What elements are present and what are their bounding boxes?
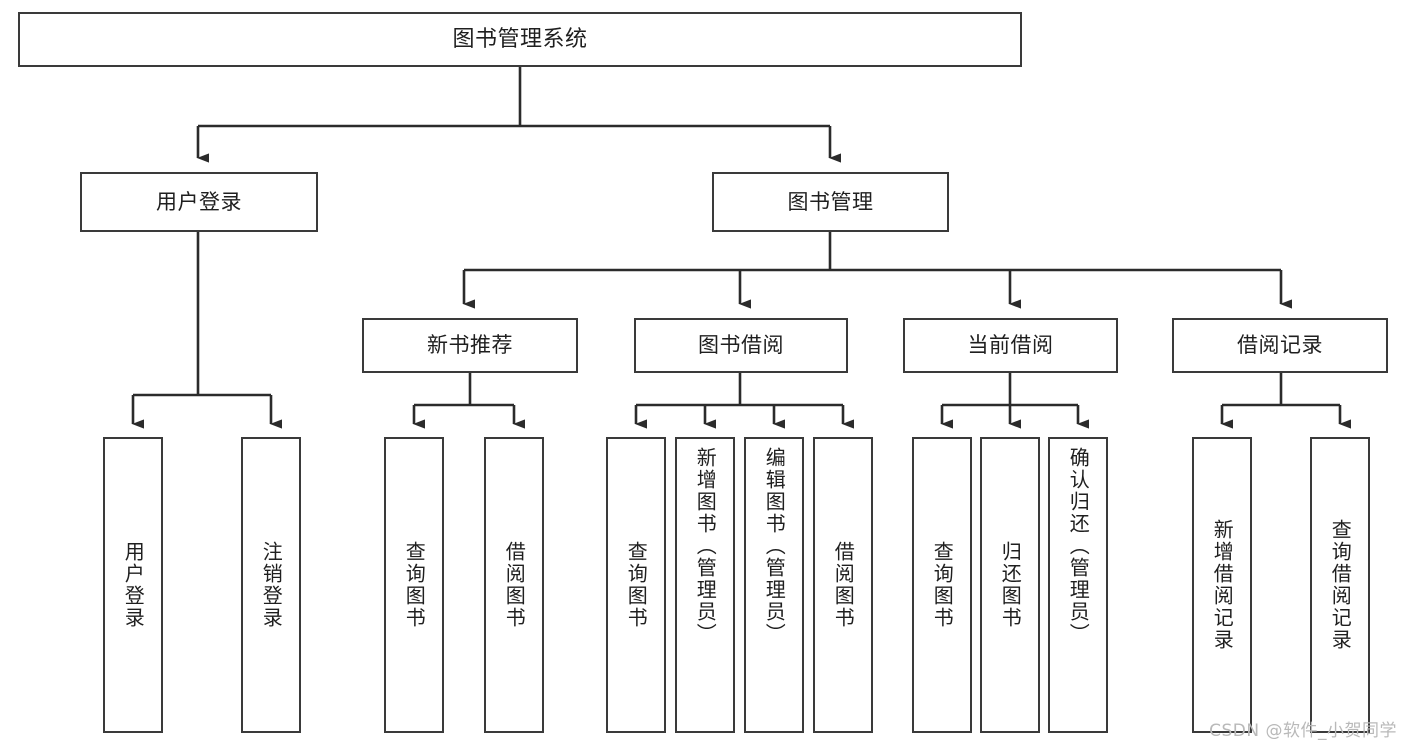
node-book-borrow[interactable]: 图书借阅 [634, 318, 848, 373]
node-label: 借阅图书 [831, 541, 856, 629]
leaf-book-borrow-edit-book-admin[interactable]: 编辑图书（管理员） [744, 437, 804, 733]
node-label: 新增借阅记录 [1210, 519, 1235, 651]
node-label: 查询图书 [624, 541, 649, 629]
leaf-user-login-login[interactable]: 用户登录 [103, 437, 163, 733]
node-label: 归还图书 [998, 541, 1023, 629]
node-label: 用户登录 [156, 189, 242, 214]
leaf-current-borrow-return-book[interactable]: 归还图书 [980, 437, 1040, 733]
node-label: 借阅图书 [502, 541, 527, 629]
leaf-user-login-logout[interactable]: 注销登录 [241, 437, 301, 733]
node-label: 当前借阅 [967, 333, 1054, 358]
leaf-new-book-borrow-book[interactable]: 借阅图书 [484, 437, 544, 733]
node-book-management[interactable]: 图书管理 [712, 172, 949, 232]
node-current-borrow[interactable]: 当前借阅 [903, 318, 1118, 373]
leaf-current-borrow-confirm-return-admin[interactable]: 确认归还（管理员） [1048, 437, 1108, 733]
node-borrow-record[interactable]: 借阅记录 [1172, 318, 1388, 373]
node-label: 注销登录 [259, 541, 284, 629]
leaf-new-book-query-book[interactable]: 查询图书 [384, 437, 444, 733]
node-label: 查询图书 [402, 541, 427, 629]
node-label: 查询借阅记录 [1328, 519, 1353, 651]
node-label: 用户登录 [121, 541, 146, 629]
node-label: 图书管理 [787, 189, 874, 214]
leaf-current-borrow-query-book[interactable]: 查询图书 [912, 437, 972, 733]
node-label: 查询图书 [930, 541, 955, 629]
node-user-login[interactable]: 用户登录 [80, 172, 318, 232]
node-new-book-recommend[interactable]: 新书推荐 [362, 318, 578, 373]
node-label: 新增图书（管理员） [693, 447, 718, 645]
node-label: 确认归还（管理员） [1066, 447, 1091, 645]
leaf-borrow-record-add-record[interactable]: 新增借阅记录 [1192, 437, 1252, 733]
leaf-book-borrow-query-book[interactable]: 查询图书 [606, 437, 666, 733]
leaf-book-borrow-add-book-admin[interactable]: 新增图书（管理员） [675, 437, 735, 733]
leaf-book-borrow-borrow-book[interactable]: 借阅图书 [813, 437, 873, 733]
leaf-borrow-record-query-record[interactable]: 查询借阅记录 [1310, 437, 1370, 733]
node-label: 编辑图书（管理员） [762, 447, 787, 645]
node-label: 借阅记录 [1237, 333, 1323, 358]
node-label: 图书借阅 [698, 333, 784, 358]
csdn-watermark: CSDN @软件_小贺同学 [1209, 721, 1397, 741]
node-label: 图书管理系统 [452, 26, 588, 52]
node-root-book-management-system[interactable]: 图书管理系统 [18, 12, 1022, 67]
node-label: 新书推荐 [427, 333, 513, 358]
